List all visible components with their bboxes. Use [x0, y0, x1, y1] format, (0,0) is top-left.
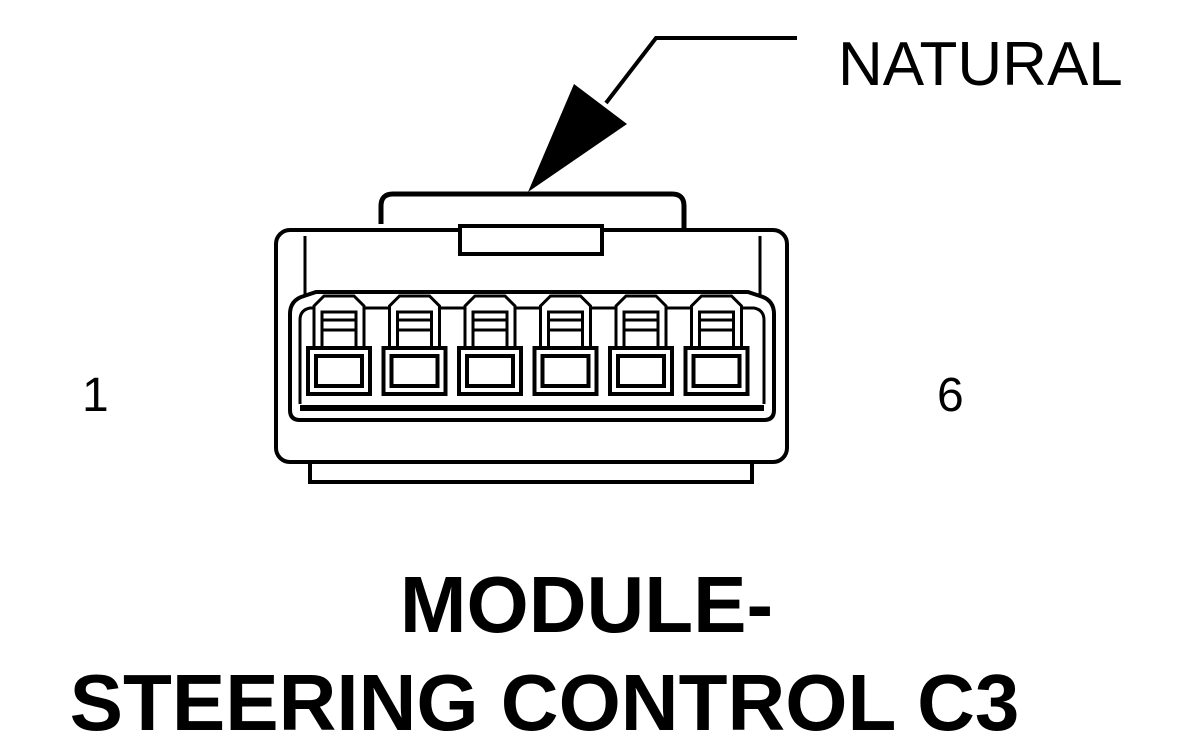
pin-number-first: 1: [82, 369, 109, 422]
terminal-cavity: [532, 294, 599, 396]
connector-key-slot: [458, 224, 604, 256]
callout-label: NATURAL: [838, 30, 1123, 99]
cavity-latch: [463, 294, 517, 348]
cavity-latch: [614, 294, 668, 348]
cavity-window-inner: [691, 354, 742, 388]
cavity-frame-inner: [298, 306, 766, 404]
terminal-cavity: [457, 294, 523, 396]
cavity-window-inner: [465, 354, 515, 388]
terminal-cavity: [381, 294, 448, 396]
terminal-cavity: [306, 294, 372, 396]
connector-latch: [378, 191, 687, 230]
cavity-window-inner: [540, 354, 591, 388]
terminal-cavities: [306, 294, 750, 396]
callout-arrowhead: [528, 84, 627, 192]
terminal-cavity: [683, 294, 750, 396]
cavity-window-inner: [616, 354, 666, 388]
connector-title-line1: MODULE-: [399, 560, 774, 649]
cavity-latch: [388, 294, 441, 348]
cavity-latch: [690, 294, 743, 348]
callout-leader: [604, 36, 797, 105]
pin-number-last: 6: [937, 369, 964, 422]
cavity-latch: [539, 294, 592, 348]
terminal-cavity: [608, 294, 674, 396]
connector-title-line2: STEERING CONTROL C3: [69, 658, 1020, 747]
cavity-window-inner: [389, 354, 440, 388]
cavity-window-inner: [314, 354, 364, 388]
cavity-latch: [312, 294, 366, 348]
